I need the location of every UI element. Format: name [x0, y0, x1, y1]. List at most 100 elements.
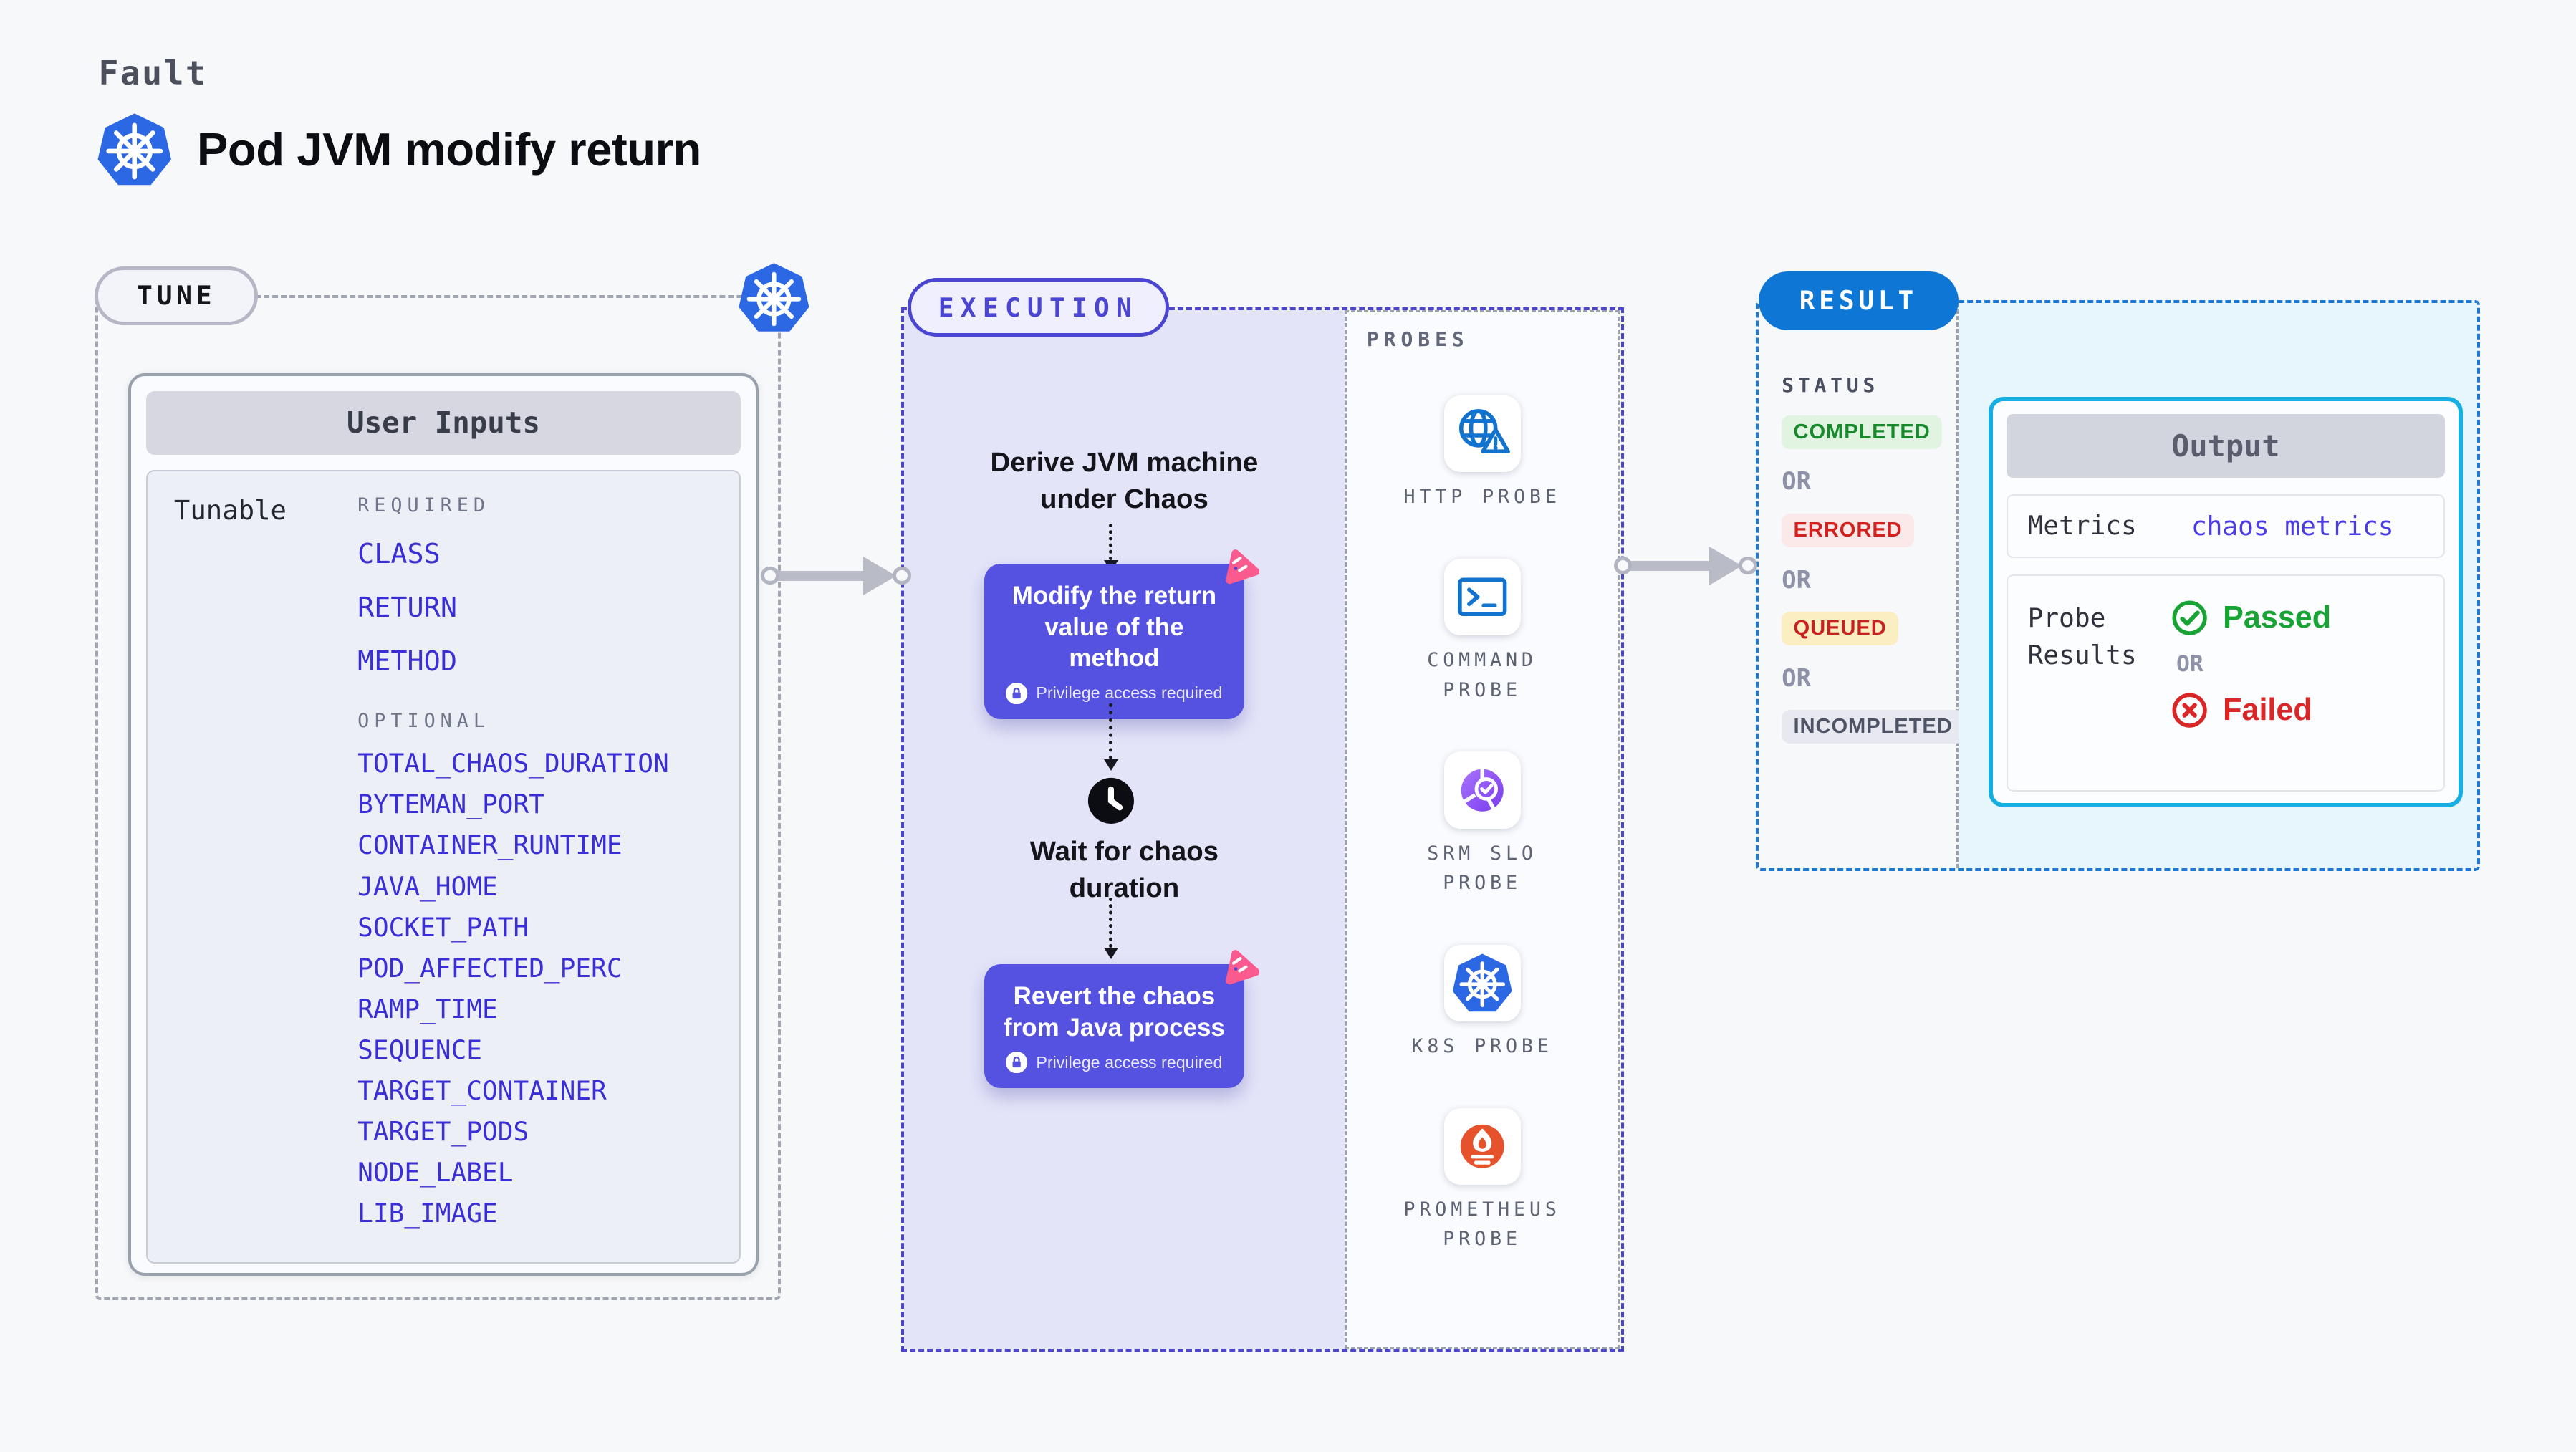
- or-separator: OR: [1782, 565, 1811, 594]
- probe-results-label: Probe Results: [2027, 602, 2137, 670]
- flow-arrow-down-icon: [1097, 703, 1124, 770]
- param-link[interactable]: METHOD: [357, 645, 457, 678]
- probe-card: [1443, 395, 1521, 473]
- probes-panel: PROBES HTTP PROBE COMMAND PROBE: [1344, 309, 1620, 1349]
- param-link[interactable]: SEQUENCE: [357, 1034, 482, 1065]
- revert-node-title: Revert the chaos from Java process: [1004, 982, 1225, 1042]
- tune-pill: TUNE: [95, 266, 259, 325]
- probe-item-k8s: K8S PROBE: [1389, 944, 1576, 1062]
- http-probe-icon: [1451, 402, 1514, 466]
- or-separator: OR: [1782, 663, 1811, 692]
- param-link[interactable]: CLASS: [357, 538, 441, 571]
- connector-dot: [1739, 556, 1757, 575]
- probe-label: COMMAND PROBE: [1427, 649, 1537, 701]
- derive-step-text: Derive JVM machine under Chaos: [990, 447, 1259, 515]
- tune-to-execution-arrow: [761, 554, 911, 597]
- param-link[interactable]: RAMP_TIME: [357, 993, 498, 1024]
- lock-icon: [1006, 1052, 1027, 1073]
- x-circle-icon: [2171, 692, 2208, 729]
- privilege-note: Privilege access required: [997, 683, 1231, 704]
- parameter-list: REQUIRED CLASS RETURN METHOD OPTIONAL TO…: [357, 494, 669, 1262]
- connector-line: [776, 570, 867, 581]
- verdict-passed: Passed: [2171, 600, 2331, 636]
- output-card: Output Metrics chaos metrics Probe Resul…: [1989, 396, 2463, 807]
- metrics-label: Metrics: [2027, 510, 2137, 542]
- probe-item-prometheus: PROMETHEUS PROBE: [1389, 1107, 1576, 1254]
- chaos-metrics-link[interactable]: chaos metrics: [2191, 510, 2394, 542]
- result-section: RESULT STATUS COMPLETED OR ERRORED OR QU…: [1755, 271, 2480, 871]
- tunable-label: Tunable: [173, 494, 287, 527]
- param-link[interactable]: CONTAINER_RUNTIME: [357, 830, 623, 861]
- connector-line: [1628, 560, 1713, 571]
- param-link[interactable]: TARGET_CONTAINER: [357, 1074, 607, 1106]
- probe-item-http: HTTP PROBE: [1389, 395, 1576, 512]
- status-badge-errored: ERRORED: [1782, 513, 1914, 547]
- fault-eyebrow: Fault: [98, 53, 208, 92]
- command-probe-icon: [1451, 565, 1514, 629]
- output-area: Output Metrics chaos metrics Probe Resul…: [1959, 303, 2477, 868]
- k8s-probe-icon: [1451, 951, 1514, 1015]
- required-group-label: REQUIRED: [357, 494, 490, 517]
- or-separator: OR: [1782, 467, 1811, 496]
- result-pill: RESULT: [1758, 271, 1959, 330]
- probe-card: [1443, 944, 1521, 1021]
- srm-slo-probe-icon: [1451, 759, 1514, 822]
- page-title: Pod JVM modify return: [196, 122, 702, 176]
- probe-card: [1443, 1107, 1521, 1185]
- inject-node-title: Modify the return value of the method: [1011, 581, 1217, 673]
- param-link[interactable]: TARGET_PODS: [357, 1115, 529, 1147]
- verdict-failed: Failed: [2171, 692, 2331, 729]
- prometheus-probe-icon: [1451, 1115, 1514, 1178]
- or-separator: OR: [2176, 650, 2203, 677]
- wait-step-text: Wait for chaos duration: [1029, 836, 1219, 903]
- connector-dot: [761, 566, 779, 585]
- user-inputs-header: User Inputs: [145, 391, 741, 455]
- probe-results-row: Probe Results Passed OR Failed: [2006, 574, 2446, 792]
- user-inputs-body: Tunable REQUIRED CLASS RETURN METHOD OPT…: [145, 469, 741, 1264]
- status-badge-completed: COMPLETED: [1782, 415, 1942, 449]
- probe-label: SRM SLO PROBE: [1427, 842, 1537, 895]
- probe-card: [1443, 751, 1521, 829]
- status-badge-queued: QUEUED: [1782, 612, 1898, 646]
- revert-chaos-node: Revert the chaos from Java process Privi…: [984, 964, 1244, 1089]
- arrowhead-icon: [1709, 546, 1742, 585]
- page-header: Pod JVM modify return: [95, 110, 701, 188]
- status-label: STATUS: [1782, 373, 1880, 398]
- check-circle-icon: [2171, 600, 2208, 636]
- arrowhead-icon: [862, 556, 896, 595]
- flow-arrow-down-icon: [1097, 897, 1124, 959]
- param-link[interactable]: JAVA_HOME: [357, 870, 498, 902]
- clock-icon: [1086, 776, 1136, 826]
- param-link[interactable]: NODE_LABEL: [357, 1156, 514, 1188]
- execution-flow-background: [903, 309, 1345, 1349]
- kubernetes-icon: [736, 260, 812, 335]
- probe-item-srm-slo: SRM SLO PROBE: [1389, 751, 1576, 898]
- execution-to-result-arrow: [1613, 544, 1757, 587]
- param-link[interactable]: RETURN: [357, 591, 457, 624]
- probe-list: HTTP PROBE COMMAND PROBE SRM SLO PROBE: [1347, 395, 1618, 1254]
- execution-section: EXECUTION Derive JVM machine under Chaos…: [900, 278, 1624, 1352]
- chaos-logo-icon: [1219, 946, 1259, 986]
- param-link[interactable]: SOCKET_PATH: [357, 911, 529, 943]
- connector-dot: [893, 566, 911, 585]
- param-link[interactable]: POD_AFFECTED_PERC: [357, 952, 623, 984]
- param-link[interactable]: BYTEMAN_PORT: [357, 789, 544, 820]
- status-column: STATUS COMPLETED OR ERRORED OR QUEUED OR…: [1759, 303, 1964, 868]
- metrics-row: Metrics chaos metrics: [2006, 494, 2446, 558]
- privilege-note: Privilege access required: [997, 1052, 1231, 1073]
- kubernetes-icon: [95, 110, 173, 188]
- probes-label: PROBES: [1366, 327, 1469, 351]
- connector-dot: [1613, 556, 1633, 575]
- execution-pill: EXECUTION: [907, 278, 1170, 337]
- lock-icon: [1006, 683, 1027, 704]
- probe-label: PROMETHEUS PROBE: [1403, 1198, 1561, 1251]
- param-link[interactable]: TOTAL_CHAOS_DURATION: [357, 748, 669, 779]
- output-header: Output: [2006, 414, 2446, 478]
- param-link[interactable]: LIB_IMAGE: [357, 1198, 498, 1229]
- inject-chaos-node: Modify the return value of the method Pr…: [984, 564, 1244, 719]
- status-stack: COMPLETED OR ERRORED OR QUEUED OR INCOMP…: [1782, 415, 1964, 744]
- execution-flow: Derive JVM machine under Chaos Modify th…: [904, 310, 1345, 1349]
- probe-label: K8S PROBE: [1411, 1034, 1553, 1057]
- verdict-column: Passed OR Failed: [2171, 600, 2331, 790]
